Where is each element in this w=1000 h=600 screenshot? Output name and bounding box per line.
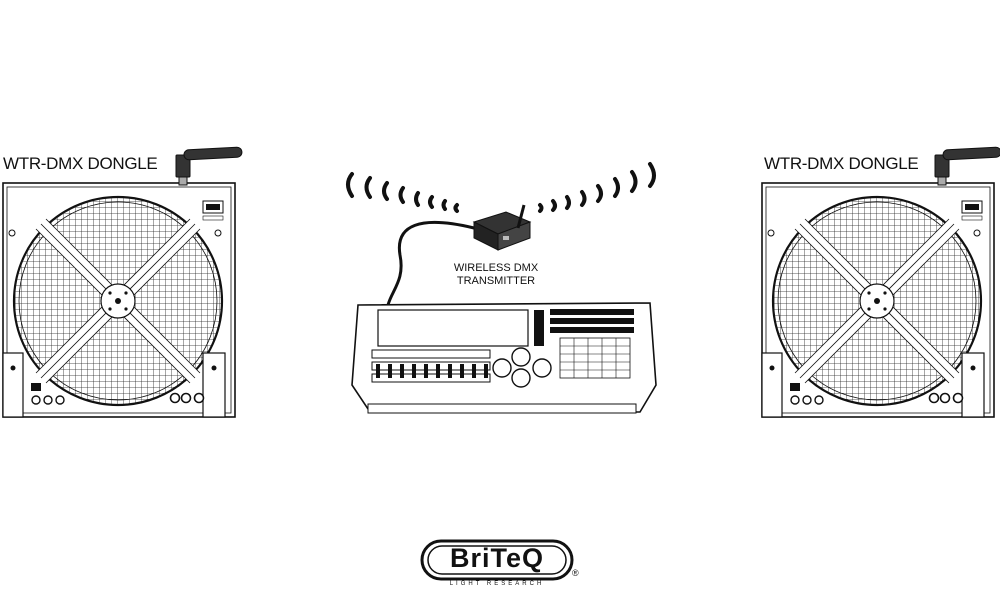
dmx-cable (386, 220, 475, 306)
wireless-signal-left (346, 172, 459, 213)
logo-registered-mark: ® (572, 568, 579, 578)
wireless-dmx-transmitter (472, 204, 532, 251)
left-fan-unit (3, 147, 242, 417)
logo-brand: BriTeQ (449, 543, 544, 573)
transmitter-label: WIRELESS DMX TRANSMITTER (426, 262, 566, 288)
transmitter-label-line1: WIRELESS DMX (453, 262, 539, 274)
left-dongle-label: WTR-DMX DONGLE (3, 154, 158, 173)
lighting-console (351, 302, 657, 414)
transmitter-label-line2: TRANSMITTER (456, 275, 536, 287)
right-dongle-label: WTR-DMX DONGLE (764, 154, 919, 173)
logo-tagline: LIGHT RESEARCH (449, 581, 545, 587)
right-fan-unit (762, 147, 1000, 417)
briteq-logo (420, 539, 574, 581)
wireless-signal-right (538, 162, 656, 213)
